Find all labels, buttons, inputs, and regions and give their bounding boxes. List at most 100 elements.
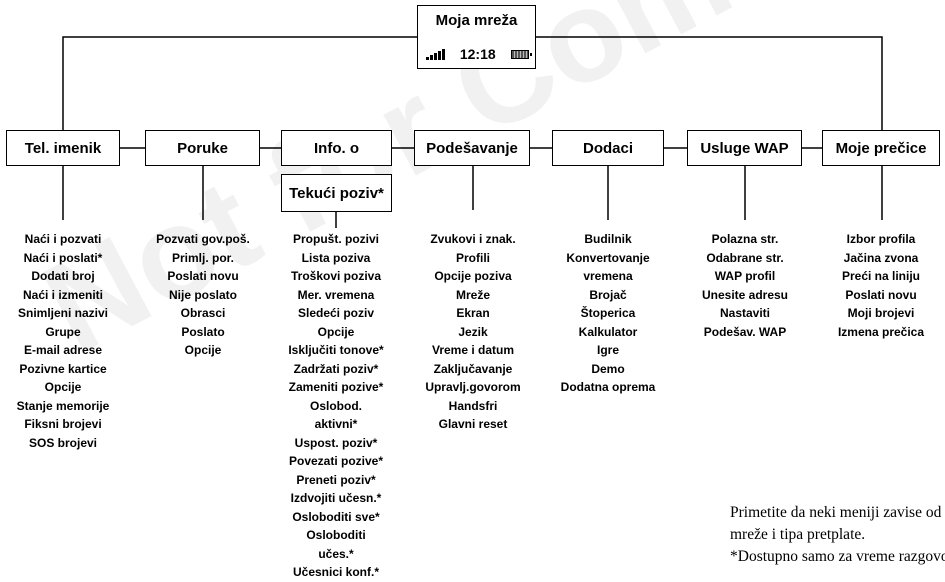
menu-item: Naći i poslati*	[23, 250, 103, 265]
menu-item: Uspost. poziv*	[294, 435, 378, 450]
menu-item: Isključiti tonove*	[288, 343, 384, 357]
menu-item: Izmena prečica	[837, 324, 925, 339]
menu-item: Polazna str.	[711, 232, 779, 246]
menu-item: Konvertovanje	[566, 250, 650, 265]
footnote-line: *Dostupno samo za vreme razgovora.	[730, 548, 945, 565]
menu-item: Osloboditi	[306, 528, 366, 542]
menu-item: Glavni reset	[438, 417, 508, 431]
menu-items-info: Propušt. pozivi Lista poziva Troškovi po…	[271, 230, 401, 582]
menu-items-wap-services: Polazna str. Odabrane str. WAP profil Un…	[681, 230, 809, 341]
menu-item: Preći na liniju	[841, 269, 921, 283]
menu-item: Opcije	[44, 380, 82, 394]
footnote-line: Primetite da neki meniji zavise od	[730, 504, 942, 521]
menu-item: Propušt. pozivi	[292, 232, 379, 246]
menu-box-shortcuts: Moje prečice	[822, 130, 940, 166]
menu-item: Upravlj.govorom	[425, 380, 521, 394]
menu-item: Opcije	[184, 343, 222, 357]
menu-box-messages: Poruke	[145, 130, 260, 166]
menu-title: Dodaci	[582, 139, 633, 157]
footnote-line: mreže i tipa pretplate.	[730, 526, 866, 543]
menu-item: Odabrane str.	[706, 250, 784, 265]
menu-item: Podešav. WAP	[703, 324, 787, 339]
menu-item: Opcije	[317, 324, 355, 339]
menu-item: Sledeći poziv	[297, 306, 375, 320]
menu-item: Moji brojevi	[847, 306, 915, 320]
menu-item: Dodatna oprema	[560, 380, 656, 394]
phone-display-box: Moja mreža 12:18	[417, 5, 536, 69]
menu-item: Naći i izmeniti	[22, 287, 104, 302]
menu-item: Ekran	[456, 306, 490, 320]
menu-title: Info. o	[314, 139, 359, 157]
menu-item: Igre	[596, 343, 619, 357]
menu-item: Poslati novu	[167, 269, 239, 283]
menu-item: Izbor profila	[846, 232, 916, 246]
menu-item: Pozvati gov.poš.	[156, 232, 250, 246]
menu-item: Fiksni brojevi	[24, 417, 102, 431]
menu-title: Usluge WAP	[700, 139, 789, 157]
menu-item: Izdvojiti učesn.*	[290, 491, 382, 505]
menu-title: Poruke	[177, 139, 228, 157]
menu-item: Nastaviti	[719, 306, 771, 320]
menu-item: SOS brojevi	[28, 435, 98, 450]
footnote: Primetite da neki meniji zavise od mreže…	[730, 502, 945, 568]
menu-item: Unesite adresu	[701, 287, 789, 302]
menu-box-settings: Podešavanje	[414, 130, 530, 166]
menu-title: Moje prečice	[835, 139, 927, 157]
menu-item: E-mail adrese	[23, 343, 103, 357]
menu-item: Zaključavanje	[433, 361, 513, 376]
menu-item: Handsfri	[448, 398, 498, 413]
menu-item: Kalkulator	[578, 324, 638, 339]
menu-item: Mreže	[455, 287, 490, 302]
menu-item: Oslobod.	[310, 398, 362, 413]
menu-item: aktivni*	[314, 417, 358, 431]
menu-item: Profili	[455, 250, 490, 265]
menu-item: Lista poziva	[301, 250, 371, 265]
menu-item: Mer. vremena	[297, 287, 375, 302]
menu-title: Tel. imenik	[24, 139, 102, 157]
submenu-title: Tekući poziv*	[289, 184, 384, 202]
menu-box-extras: Dodaci	[552, 130, 664, 166]
menu-item: Zadržati poziv*	[293, 361, 379, 376]
menu-box-phonebook: Tel. imenik	[6, 130, 120, 166]
menu-box-info: Info. o	[281, 130, 392, 166]
menu-item: Opcije poziva	[434, 269, 512, 283]
menu-item: Jačina zvona	[843, 250, 919, 265]
menu-item: Poslati novu	[845, 287, 917, 302]
menu-item: Povezati pozive*	[288, 454, 384, 468]
signal-bars-icon	[426, 48, 445, 60]
menu-item: Osloboditi sve*	[292, 509, 380, 524]
network-title: Moja mreža	[435, 12, 518, 29]
menu-item: Zameniti pozive*	[288, 380, 384, 394]
menu-item: Troškovi poziva	[290, 269, 382, 283]
menu-items-extras: Budilnik Konvertovanje vremena Brojač Št…	[543, 230, 673, 397]
menu-item: Vreme i datum	[431, 343, 515, 357]
menu-title: Podešavanje	[426, 139, 518, 157]
battery-icon	[511, 49, 532, 59]
menu-box-wap-services: Usluge WAP	[687, 130, 802, 166]
phone-status-bar: 12:18	[426, 46, 532, 62]
menu-item: Obrasci	[180, 306, 226, 320]
menu-item: Demo	[591, 361, 625, 376]
menu-item: Poslato	[181, 324, 225, 339]
menu-item: Štoperica	[580, 306, 636, 320]
menu-item: Preneti poziv*	[296, 472, 376, 487]
menu-items-shortcuts: Izbor profila Jačina zvona Preći na lini…	[818, 230, 944, 341]
menu-item: Nije poslato	[168, 287, 237, 302]
menu-item: Zvukovi i znak.	[430, 232, 516, 246]
menu-item: Primlj. por.	[171, 250, 234, 265]
menu-item: učes.*	[318, 546, 354, 561]
menu-item: Brojač	[589, 287, 627, 302]
menu-item: Snimljeni nazivi	[17, 306, 109, 320]
menu-items-settings: Zvukovi i znak. Profili Opcije poziva Mr…	[407, 230, 539, 434]
submenu-box-current-call: Tekući poziv*	[281, 174, 392, 212]
menu-item: Naći i pozvati	[24, 232, 102, 246]
menu-item: Budilnik	[584, 232, 632, 246]
menu-item: Dodati broj	[31, 269, 95, 283]
menu-item: Grupe	[45, 324, 81, 339]
menu-item: Jezik	[458, 324, 488, 339]
menu-item: Pozivne kartice	[19, 361, 107, 376]
clock-time: 12:18	[459, 46, 496, 62]
menu-item: Učesnici konf.*	[292, 565, 380, 579]
menu-items-messages: Pozvati gov.poš. Primlj. por. Poslati no…	[140, 230, 266, 360]
